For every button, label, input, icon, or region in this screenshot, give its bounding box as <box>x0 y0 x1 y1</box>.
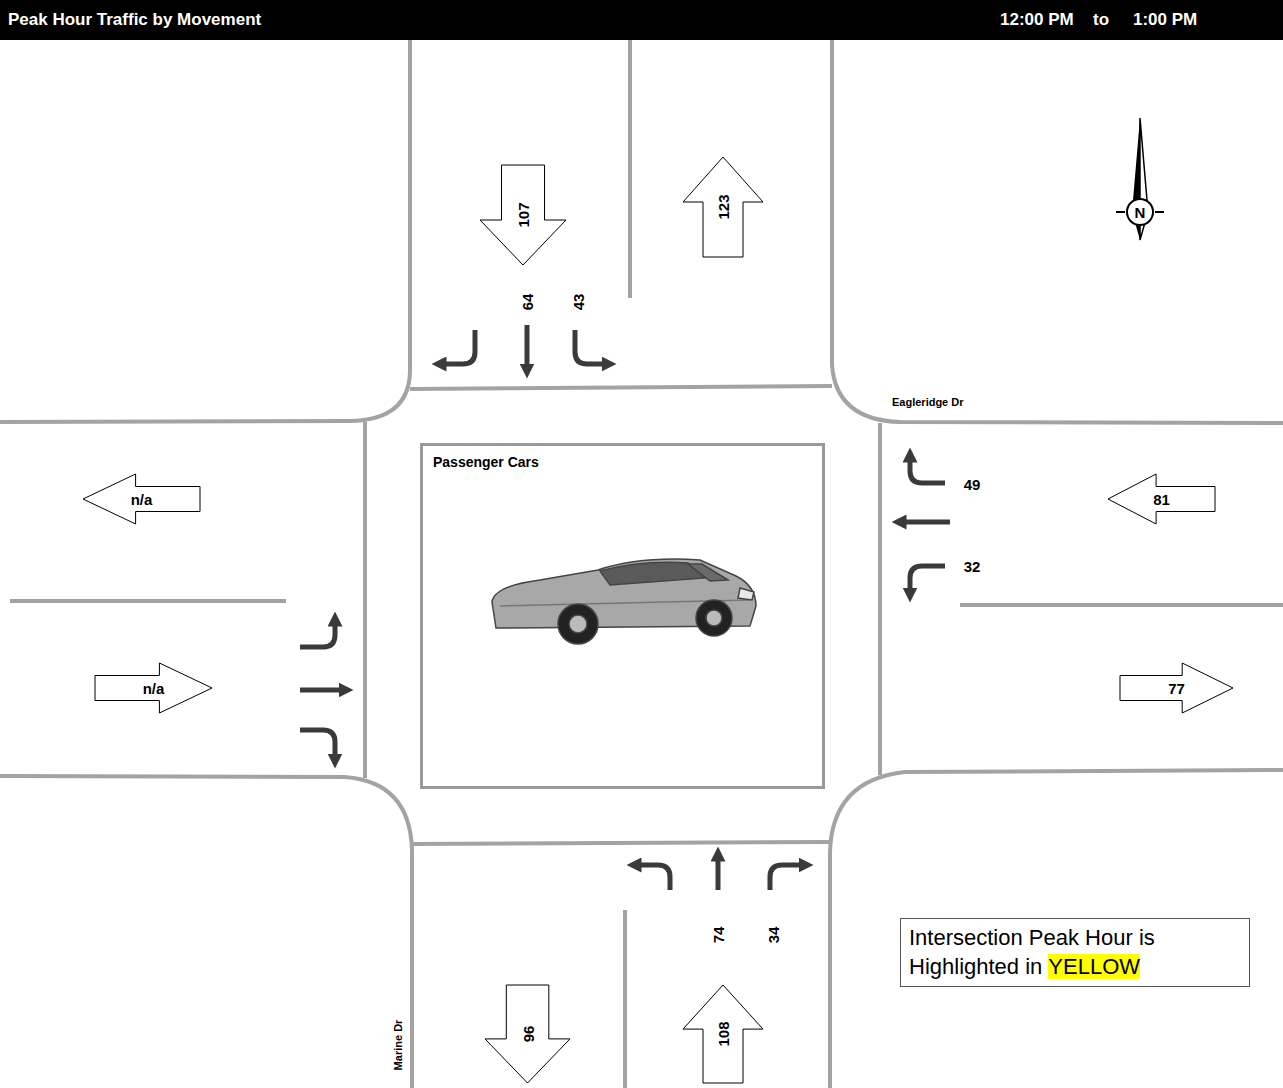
volume-arrow: n/a <box>95 663 212 713</box>
title-text: Peak Hour Traffic by Movement <box>8 10 261 30</box>
volume-total: 81 <box>1153 491 1170 508</box>
movement-count: 34 <box>765 927 782 944</box>
volume-total: n/a <box>143 680 165 697</box>
movement-count: 64 <box>519 294 536 311</box>
volume-total: 123 <box>715 194 732 219</box>
movement-count: 32 <box>964 558 981 575</box>
north-letter: N <box>1135 204 1146 221</box>
volume-arrow: 108 <box>683 985 763 1083</box>
title-bar: Peak Hour Traffic by Movement <box>0 0 1283 40</box>
legend-box: Intersection Peak Hour is Highlighted in… <box>900 918 1250 987</box>
vehicle-class-title: Passenger Cars <box>433 454 812 470</box>
volume-total: 96 <box>519 1026 536 1043</box>
volume-arrow: 96 <box>485 985 570 1083</box>
movement-count: 74 <box>710 927 727 944</box>
highlight-word: YELLOW <box>1048 954 1140 979</box>
time-start: 12:00 PM <box>1000 10 1074 30</box>
time-separator: to <box>1093 10 1109 30</box>
volume-total: 77 <box>1168 680 1185 697</box>
volume-total: n/a <box>131 491 153 508</box>
movement-count: 43 <box>570 294 587 311</box>
volume-arrow: n/a <box>83 474 200 524</box>
time-end: 1:00 PM <box>1133 10 1197 30</box>
north-compass <box>1116 118 1164 240</box>
volume-arrow: 77 <box>1120 663 1233 713</box>
street-name: Eagleridge Dr <box>892 396 964 408</box>
vehicle-class-box: Passenger Cars <box>420 443 825 789</box>
volume-arrow: 107 <box>480 165 566 265</box>
movement-arrows <box>300 325 950 890</box>
volume-total: 107 <box>515 202 532 227</box>
movement-count: 49 <box>964 476 981 493</box>
road-edges <box>0 40 1283 1088</box>
volume-total: 108 <box>715 1021 732 1046</box>
volume-arrow: 81 <box>1108 474 1215 524</box>
car-illustration <box>492 559 756 644</box>
street-name: Marine Dr <box>392 1020 404 1071</box>
volume-arrow: 123 <box>683 157 763 257</box>
